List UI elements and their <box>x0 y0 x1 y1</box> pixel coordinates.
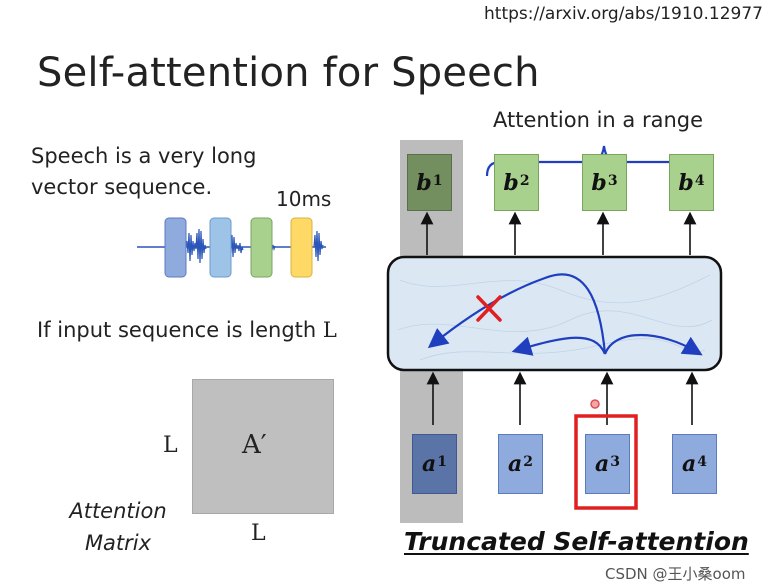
csdn-watermark: CSDN @王小桑oom <box>605 565 746 583</box>
input-a3-sup: 3 <box>610 454 620 470</box>
output-b2-base: b <box>503 169 519 196</box>
output-b2-sup: 2 <box>519 172 530 189</box>
source-url: https://arxiv.org/abs/1910.12977 <box>484 4 763 24</box>
output-b4-base: b <box>678 169 694 196</box>
cursor-dot <box>590 399 600 409</box>
output-b3-base: b <box>591 169 607 196</box>
attention-matrix-symbol: A′ <box>242 430 267 460</box>
attention-layer <box>386 255 723 372</box>
speech-description: Speech is a very long vector sequence. <box>31 141 256 203</box>
input-a4-sup: 4 <box>697 454 707 470</box>
attention-matrix-caption-line2: Matrix <box>84 531 152 555</box>
frame-vector-1 <box>164 217 187 278</box>
input-a2-sup: 2 <box>523 454 533 470</box>
matrix-cols-label: L <box>251 521 266 546</box>
attention-matrix-box <box>192 379 334 514</box>
input-a2-base: a <box>507 451 523 477</box>
frame-vector-3 <box>250 217 273 278</box>
attention-matrix-caption-line1: Attention <box>69 499 167 523</box>
diagram-caption: Truncated Self-attention <box>404 527 749 556</box>
frame-duration-label: 10ms <box>276 187 332 211</box>
blocked-attention-x-icon <box>476 295 502 322</box>
output-b1-base: b <box>416 169 432 196</box>
input-length-text: If input sequence is length L <box>37 318 337 342</box>
input-length-variable: L <box>322 318 337 342</box>
highlight-box <box>574 414 638 510</box>
input-a1-sup: 1 <box>437 454 447 470</box>
speech-description-line2: vector sequence. <box>31 175 213 199</box>
attention-matrix-caption: Attention Matrix <box>62 495 174 559</box>
speech-description-line1: Speech is a very long <box>31 144 257 168</box>
attention-arc-left <box>511 336 607 356</box>
input-a3-base: a <box>594 451 610 477</box>
output-b3-sup: 3 <box>607 172 618 189</box>
frame-vector-2 <box>209 217 232 278</box>
attention-range-label: Attention in a range <box>493 108 704 132</box>
input-a4-base: a <box>681 451 697 477</box>
attention-arc-long <box>427 273 607 355</box>
output-b1-sup: 1 <box>432 172 443 189</box>
matrix-rows-label: L <box>163 433 178 458</box>
input-length-phrase: If input sequence is length <box>37 318 317 342</box>
frame-vector-4 <box>290 217 313 278</box>
output-b4-sup: 4 <box>694 172 705 189</box>
slide-title: Self-attention for Speech <box>37 50 540 96</box>
attention-arc-right <box>603 334 703 356</box>
input-a1-base: a <box>421 451 437 477</box>
